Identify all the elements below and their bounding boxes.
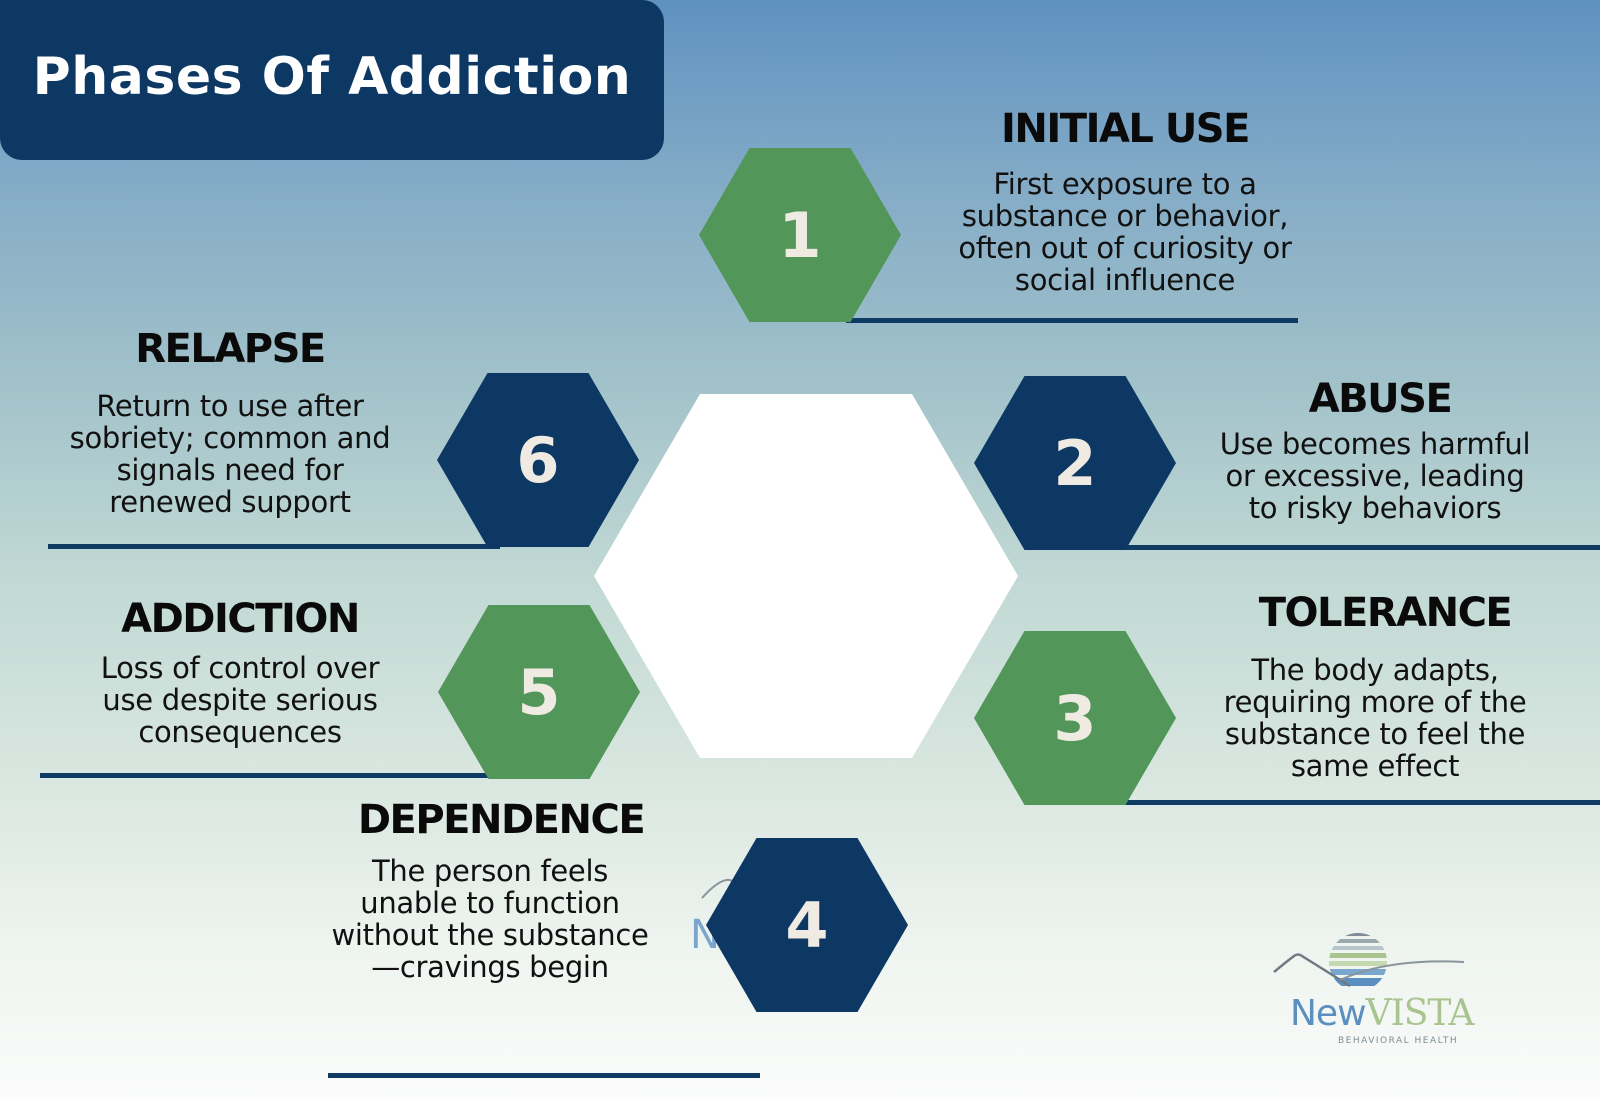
sun-mountain-icon (1273, 933, 1465, 988)
phase-2-text: ABUSE Use becomes harmful or excessive, … (1180, 376, 1570, 524)
phase-2-hexagon: 2 (974, 376, 1176, 550)
phase-3-hexagon: 3 (974, 631, 1176, 805)
phase-5-title: ADDICTION (121, 596, 360, 642)
title-banner: Phases Of Addiction (0, 0, 664, 160)
logo-wordmark: NewVISTA (1290, 993, 1474, 1034)
phase-3-underline (1116, 800, 1600, 805)
phase-1-underline (846, 318, 1298, 323)
phase-1-text: INITIAL USE First exposure to a substanc… (920, 106, 1330, 296)
phase-3-number: 3 (1053, 681, 1097, 755)
phase-1-description: First exposure to a substance or behavio… (958, 167, 1292, 297)
phase-5-hexagon: 5 (438, 605, 640, 779)
page-title: Phases Of Addiction (32, 47, 632, 107)
phase-5-description: Loss of control over use despite serious… (100, 651, 380, 749)
newvista-logo: NewVISTA BEHAVIORAL HEALTH (1268, 928, 1478, 1046)
phase-6-text: RELAPSE Return to use after sobriety; co… (30, 326, 430, 518)
phase-6-underline (48, 544, 500, 549)
phase-6-title: RELAPSE (135, 326, 326, 372)
phase-5-text: ADDICTION Loss of control over use despi… (40, 596, 440, 748)
phase-2-underline (1126, 545, 1600, 550)
phase-4-text: DEPENDENCE The person feels unable to fu… (290, 797, 690, 983)
phase-4-underline (328, 1073, 760, 1078)
phase-1-title: INITIAL USE (1001, 106, 1250, 152)
phase-5-number: 5 (517, 655, 561, 729)
center-hexagon (594, 394, 1018, 758)
phase-3-title: TOLERANCE (1258, 590, 1513, 636)
phase-2-number: 2 (1053, 426, 1097, 500)
phase-1-hexagon: 1 (699, 148, 901, 322)
phase-4-title: DEPENDENCE (357, 797, 646, 843)
phase-4-hexagon: 4 (706, 838, 908, 1012)
phase-3-text: TOLERANCE The body adapts, requiring mor… (1180, 590, 1570, 782)
phase-4-number: 4 (785, 888, 829, 962)
phase-4-description: The person feels unable to function with… (331, 854, 649, 984)
phase-6-number: 6 (516, 423, 560, 497)
phase-2-title: ABUSE (1308, 376, 1453, 422)
phase-6-description: Return to use after sobriety; common and… (69, 389, 391, 519)
phase-2-description: Use becomes harmful or excessive, leadin… (1219, 427, 1531, 525)
phase-1-number: 1 (778, 198, 822, 272)
phase-5-underline (40, 773, 492, 778)
logo-tagline: BEHAVIORAL HEALTH (1338, 1036, 1459, 1046)
phase-3-description: The body adapts, requiring more of the s… (1223, 653, 1527, 783)
phase-6-hexagon: 6 (437, 373, 639, 547)
